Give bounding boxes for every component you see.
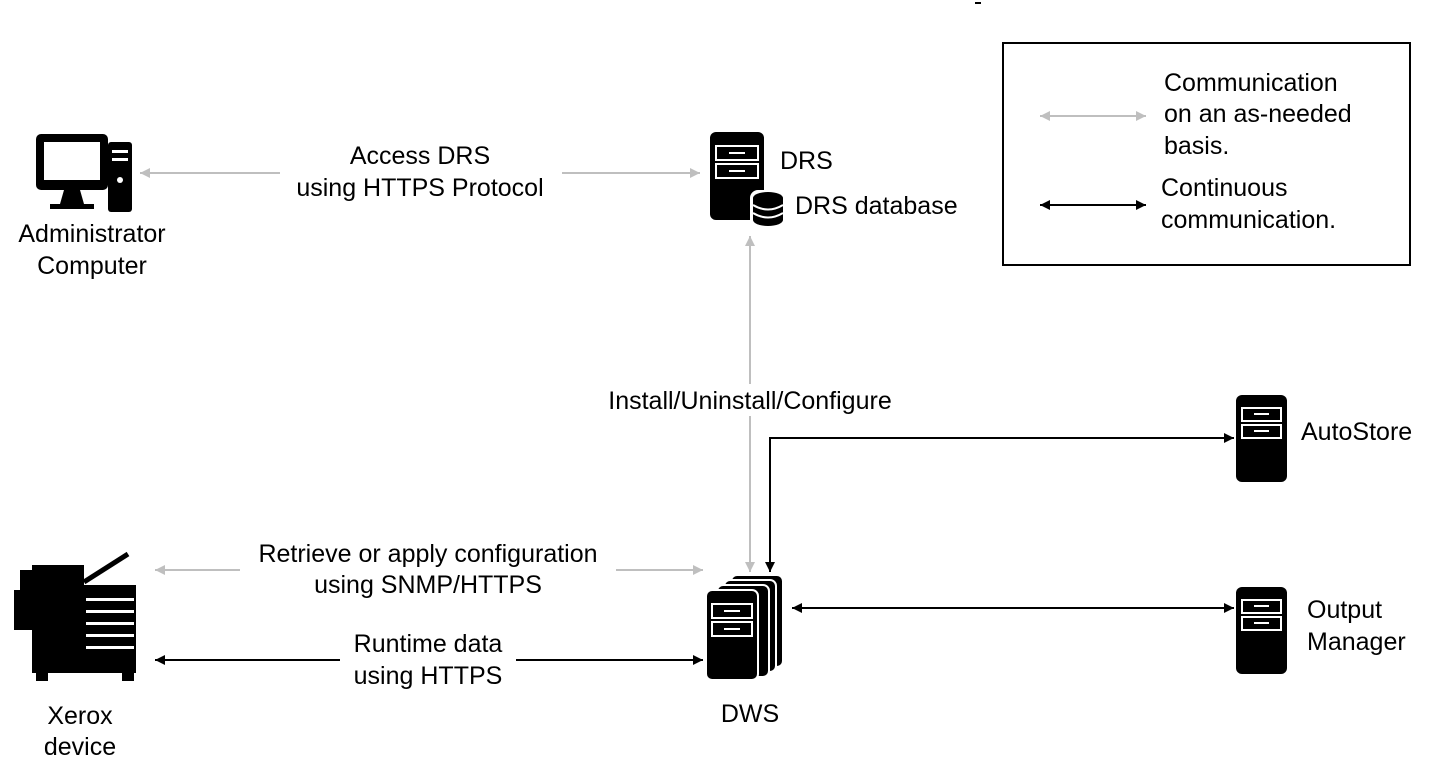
autostore-node: AutoStore <box>1236 395 1412 482</box>
output-manager-node: Output Manager <box>1236 587 1406 674</box>
xerox-device-label-line2: device <box>44 733 116 761</box>
desktop-computer-icon <box>36 134 132 212</box>
administrator-computer-label-line1: Administrator <box>18 220 165 248</box>
edge-admin-drs-label-line2: using HTTPS Protocol <box>296 174 543 202</box>
database-icon <box>750 190 790 230</box>
multifunction-printer-icon <box>14 551 136 681</box>
xerox-device-node: Xerox device <box>14 551 136 761</box>
server-icon <box>1236 587 1287 674</box>
edge-drs-dws: Install/Uninstall/Configure <box>590 236 908 572</box>
edge-xerox-dws-config-label-line2: using SNMP/HTTPS <box>314 571 542 599</box>
drs-node: DRS DRS database <box>710 132 958 230</box>
edge-xerox-dws-config-label-line1: Retrieve or apply configuration <box>258 540 597 568</box>
dws-node: DWS <box>705 574 784 728</box>
drs-label: DRS <box>780 147 833 175</box>
dws-label: DWS <box>721 700 779 728</box>
edge-admin-drs-label-line1: Access DRS <box>350 142 490 170</box>
legend-as-needed-label-line2: on an as-needed <box>1164 100 1352 128</box>
edge-xerox-dws-runtime-label-line1: Runtime data <box>354 630 503 658</box>
edge-dws-autostore <box>765 433 1234 572</box>
edge-dws-autostore-arrow <box>765 433 1234 572</box>
legend: Communication on an as-needed basis. Con… <box>1002 42 1411 266</box>
edge-xerox-dws-runtime: Runtime data using HTTPS <box>155 628 703 692</box>
legend-as-needed-label-line1: Communication <box>1164 69 1338 97</box>
edge-admin-drs: Access DRS using HTTPS Protocol <box>140 140 700 206</box>
server-icon <box>1236 395 1287 482</box>
administrator-computer-label-line2: Computer <box>37 252 147 280</box>
administrator-computer-node: Administrator Computer <box>18 134 166 280</box>
edge-xerox-dws-config: Retrieve or apply configuration using SN… <box>155 536 703 602</box>
legend-as-needed-label-line3: basis. <box>1164 132 1229 160</box>
output-manager-label-line2: Manager <box>1307 628 1406 656</box>
output-manager-label-line1: Output <box>1307 596 1382 624</box>
legend-box <box>1002 42 1411 266</box>
xerox-device-label-line1: Xerox <box>47 702 113 730</box>
legend-continuous-label-line1: Continuous <box>1161 174 1287 202</box>
server-stack-icon <box>705 574 784 681</box>
drs-database-label: DRS database <box>795 192 958 220</box>
edge-xerox-dws-runtime-label-line2: using HTTPS <box>354 662 503 690</box>
legend-continuous-label-line2: communication. <box>1161 206 1336 234</box>
edge-drs-dws-label: Install/Uninstall/Configure <box>608 387 891 415</box>
autostore-label: AutoStore <box>1301 418 1412 446</box>
